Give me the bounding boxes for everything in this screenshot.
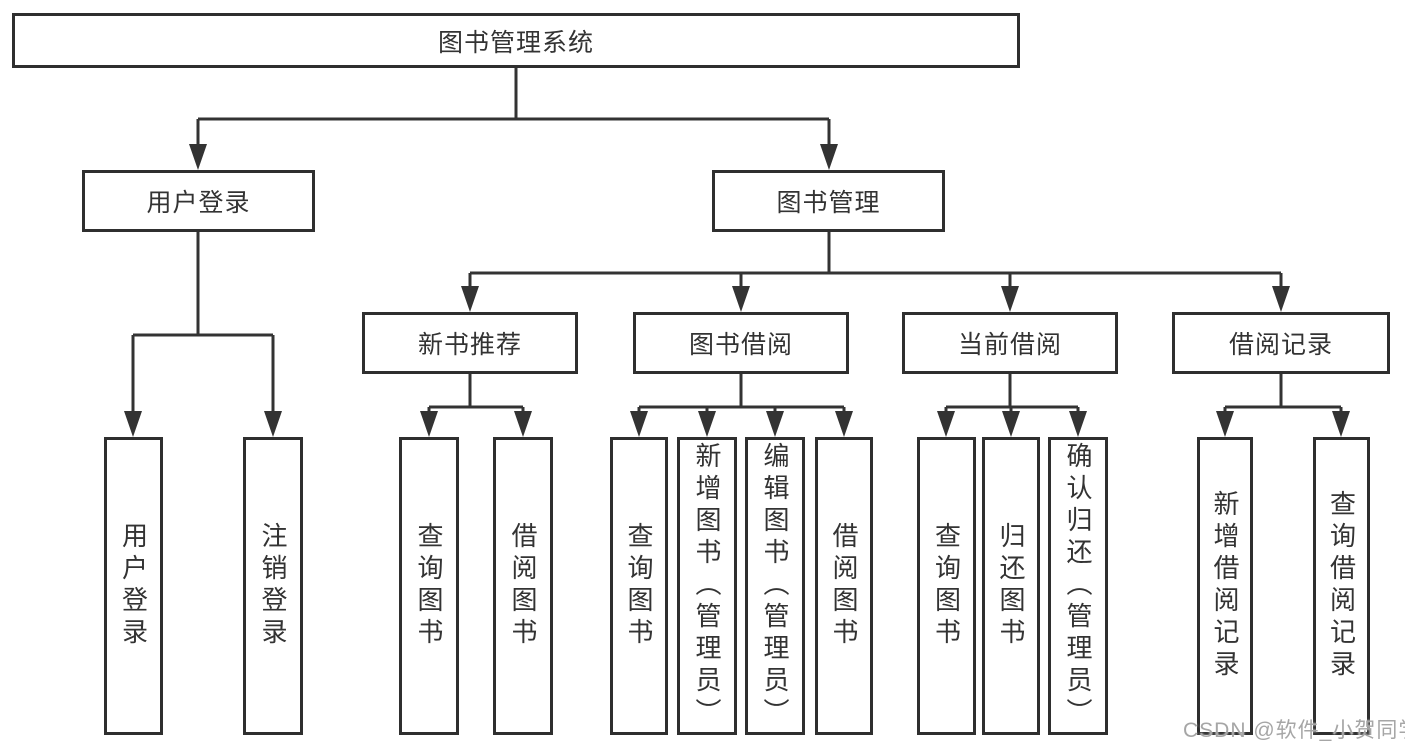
leaf-borrow-edit-book-admin: 编辑图书（管理员）: [745, 437, 805, 735]
leaf-borrow-add-book-admin: 新增图书（管理员）: [677, 437, 737, 735]
leaf-current-confirm-return-admin: 确认归还（管理员）: [1048, 437, 1108, 735]
node-root-system: 图书管理系统: [12, 13, 1020, 68]
node-book-management: 图书管理: [712, 170, 945, 232]
node-book-borrow: 图书借阅: [633, 312, 849, 374]
watermark-text: CSDN @软件_小贺同学: [1183, 719, 1405, 742]
leaf-borrow-query-book: 查询图书: [610, 437, 668, 735]
arrow-down-icons: [124, 144, 1350, 437]
leaf-newbook-query-book: 查询图书: [399, 437, 459, 735]
connector-lines: [131, 68, 1343, 414]
node-user-login: 用户登录: [82, 170, 315, 232]
leaf-borrow-borrow-book: 借阅图书: [815, 437, 873, 735]
leaf-current-return-book: 归还图书: [982, 437, 1040, 735]
node-current-borrow: 当前借阅: [902, 312, 1118, 374]
leaf-user-login: 用户登录: [104, 437, 163, 735]
leaf-current-query-book: 查询图书: [917, 437, 976, 735]
leaf-record-query: 查询借阅记录: [1313, 437, 1370, 735]
node-borrow-record: 借阅记录: [1172, 312, 1390, 374]
leaf-newbook-borrow-book: 借阅图书: [493, 437, 553, 735]
node-new-book-recommend: 新书推荐: [362, 312, 578, 374]
leaf-record-add: 新增借阅记录: [1197, 437, 1253, 735]
leaf-logout: 注销登录: [243, 437, 303, 735]
